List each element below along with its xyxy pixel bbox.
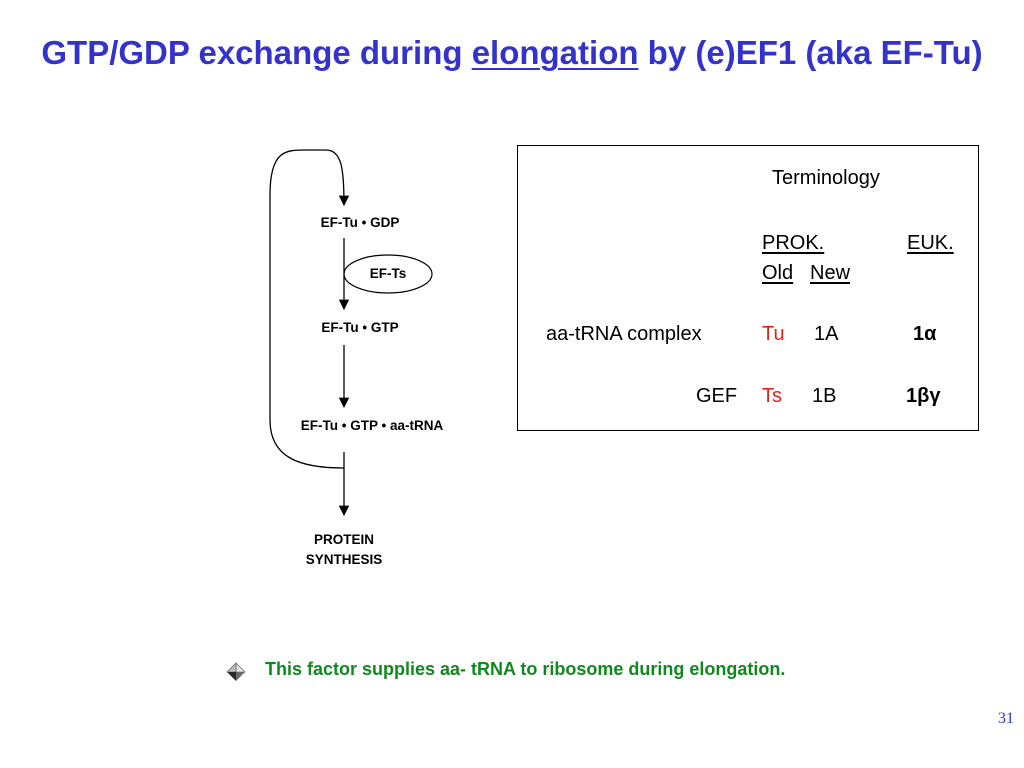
row-label-aa-trna-complex: aa-tRNA complex [546,323,702,345]
row-euk-1betagamma: 1βγ [906,385,941,407]
row-new-1b: 1B [812,385,837,407]
terminology-heading: Terminology [772,167,880,189]
node-ef-tu-gtp: EF-Tu • GTP [321,320,399,335]
row-euk-1alpha: 1α [913,323,937,345]
new-header: New [810,262,851,284]
protein-line-2: SYNTHESIS [305,552,383,567]
euk-header: EUK. [907,232,954,254]
page-title: GTP/GDP exchange during elongation by (e… [0,34,1024,72]
node-ternary-complex: EF-Tu • GTP • aa-tRNA [300,418,444,433]
title-emphasis: elongation [471,34,639,71]
row-old-ts: Ts [762,385,782,407]
bullet-text: This factor supplies aa- tRNA to ribosom… [265,659,786,679]
node-ef-tu-gdp: EF-Tu • GDP [320,215,400,230]
exchange-cycle-diagram [269,149,433,517]
title-text-1: GTP/GDP exchange during [41,34,472,71]
diamond-bullet-icon [226,662,246,681]
ef-ts-ellipse [343,254,433,294]
protein-line-1: PROTEIN [313,532,374,547]
terminology-table [517,145,979,431]
row-label-gef: GEF [696,385,738,407]
row-old-tu: Tu [762,323,785,345]
page-number: 31 [998,710,1014,727]
row-new-1a: 1A [814,323,839,345]
old-header: Old [762,262,794,284]
recycle-loop-arrow [269,149,350,469]
title-text-2: by (e)EF1 (aka EF-Tu) [638,34,983,71]
prok-header: PROK. [762,232,825,254]
node-protein-synthesis: PROTEIN SYNTHESIS [284,530,404,570]
node-ef-ts: EF-Ts [369,266,407,281]
